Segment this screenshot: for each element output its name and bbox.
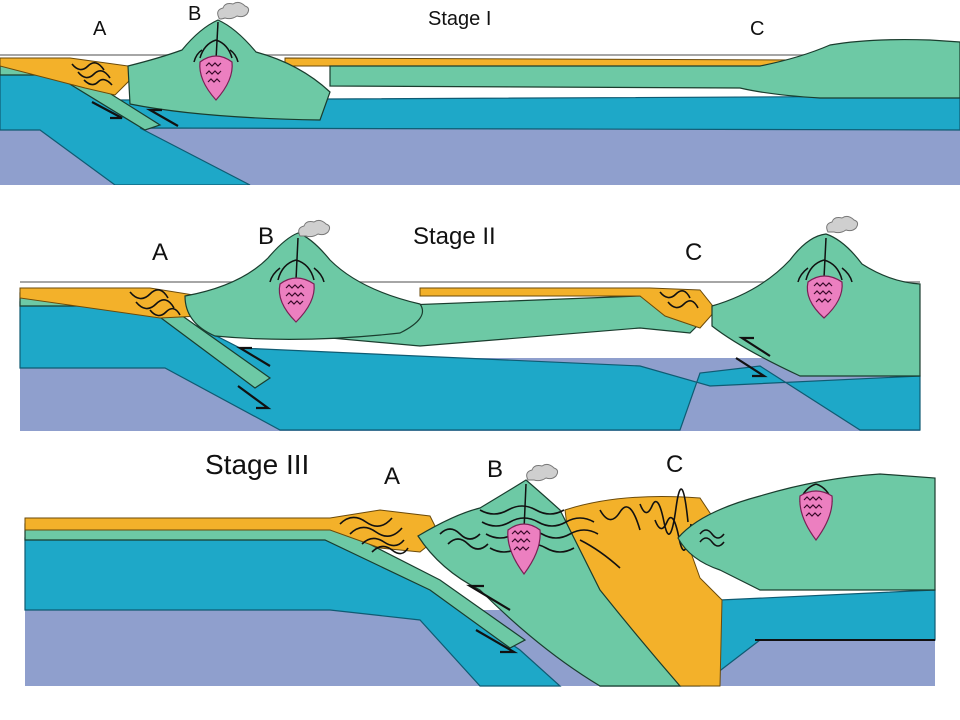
label-a: A (384, 463, 400, 490)
sediment-layer-right (284, 57, 801, 67)
label-a: A (93, 18, 107, 40)
magma-chamber-b (278, 277, 315, 323)
accretionary-folds-a (339, 516, 409, 555)
volcanic-plume-c (826, 215, 859, 234)
label-b: B (188, 3, 201, 25)
stage-title: Stage III (205, 449, 309, 480)
stage-1-panel: A B Stage I C (0, 1, 960, 185)
magma-texture-b (285, 284, 305, 305)
continental-crust-c (329, 38, 960, 99)
label-b: B (487, 456, 503, 483)
magma-chamber-c (799, 490, 833, 542)
magma-chamber-c (806, 275, 843, 319)
volcano-conduit-b (269, 237, 325, 283)
volcano-conduit-b (523, 483, 527, 531)
volcanic-plume (217, 1, 250, 20)
accretionary-folds-c (659, 290, 699, 309)
fault-arrows (91, 101, 179, 127)
accretionary-folds (129, 289, 181, 317)
continental-crust-c (677, 473, 936, 591)
lithosphere-layer (19, 301, 921, 431)
volcano-conduit-c (797, 237, 853, 283)
sediment-layer (0, 57, 131, 96)
fault-arrows-c (735, 336, 771, 378)
fault-arrows-a (236, 346, 272, 410)
magma-texture-c (813, 282, 833, 303)
arc-crust-b (417, 479, 682, 687)
label-a: A (152, 239, 168, 266)
label-c: C (685, 239, 702, 266)
accretionary-folds-c (579, 488, 692, 569)
magma-texture-b (511, 530, 531, 551)
volcano-conduit (193, 21, 239, 63)
magma-chamber-b (507, 523, 541, 576)
accretionary-folds (71, 62, 113, 86)
fault-arrows (466, 584, 519, 654)
volcanic-plume-b (526, 463, 559, 482)
magma-chamber (199, 55, 233, 101)
magma-texture (205, 62, 222, 83)
stage-2-panel: A B Stage II C (19, 215, 921, 431)
label-c: C (666, 451, 683, 478)
label-c: C (750, 18, 764, 40)
volcanic-plume-b (298, 219, 331, 238)
stage-title: Stage I (428, 8, 491, 30)
stage-3-panel: Stage III A B C (24, 449, 936, 687)
label-b: B (258, 223, 274, 250)
magma-texture-c (803, 496, 823, 517)
stage-title: Stage II (413, 223, 496, 250)
